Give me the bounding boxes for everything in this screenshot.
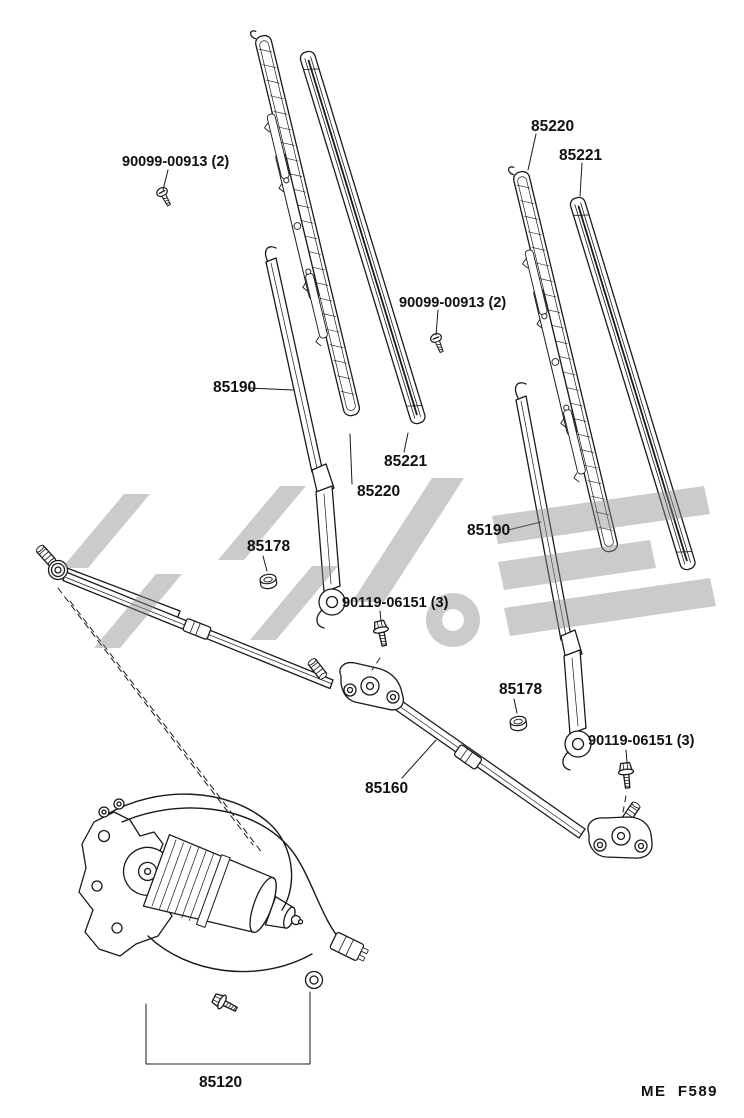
leader-lines — [145, 133, 628, 1065]
part-label-85221-left: 85221 — [384, 453, 427, 470]
wiper-motor-assembly — [78, 793, 369, 1017]
motor-label-bracket — [145, 991, 311, 1065]
link-rod-right — [392, 698, 586, 839]
part-label-85190-right: 85190 — [467, 522, 510, 539]
alignment-dashes — [57, 587, 627, 855]
motor-body — [122, 834, 304, 933]
wiper-arm-right — [514, 382, 592, 771]
part-label-85220-left: 85220 — [357, 483, 400, 500]
part-label-85220-right: 85220 — [531, 118, 574, 135]
wiper-arm-left — [264, 246, 346, 629]
part-label-85178-left: 85178 — [247, 538, 290, 555]
part-label-85120: 85120 — [199, 1074, 242, 1091]
watermark-logo — [62, 478, 716, 648]
part-label-85160: 85160 — [365, 780, 408, 797]
wiper-blade-left — [241, 26, 362, 421]
part-label-screw-middle: 90099-00913 (2) — [399, 295, 506, 311]
bolt-icon-right — [616, 761, 636, 790]
part-label-85178-right: 85178 — [499, 681, 542, 698]
part-labels: 90099-00913 (2) 85220 85221 90099-00913 … — [122, 118, 718, 1100]
motor-wiring — [107, 793, 343, 973]
wiper-blade-right — [499, 162, 620, 557]
wire-connector — [329, 931, 369, 962]
arm-hook-left — [264, 246, 277, 263]
part-label-bolt-middle: 90119-06151 (3) — [342, 595, 449, 611]
rod-joint-sleeve — [181, 617, 213, 641]
part-label-85190-left: 85190 — [213, 379, 256, 396]
screw-icon-top — [154, 185, 175, 209]
cap-icon-right — [508, 714, 528, 733]
part-label-85221-right: 85221 — [559, 147, 602, 164]
part-label-bolt-right: 90119-06151 (3) — [588, 733, 695, 749]
motor-bolt-icon — [209, 990, 241, 1017]
screw-icon-middle — [428, 331, 448, 355]
figure-code: ME F589 — [641, 1083, 718, 1100]
bolt-icon-middle — [371, 618, 393, 648]
part-label-screw-top: 90099-00913 (2) — [122, 154, 229, 170]
wiper-linkage — [34, 543, 653, 859]
cap-icon-left — [258, 572, 278, 591]
arm-hook-right — [514, 382, 527, 399]
